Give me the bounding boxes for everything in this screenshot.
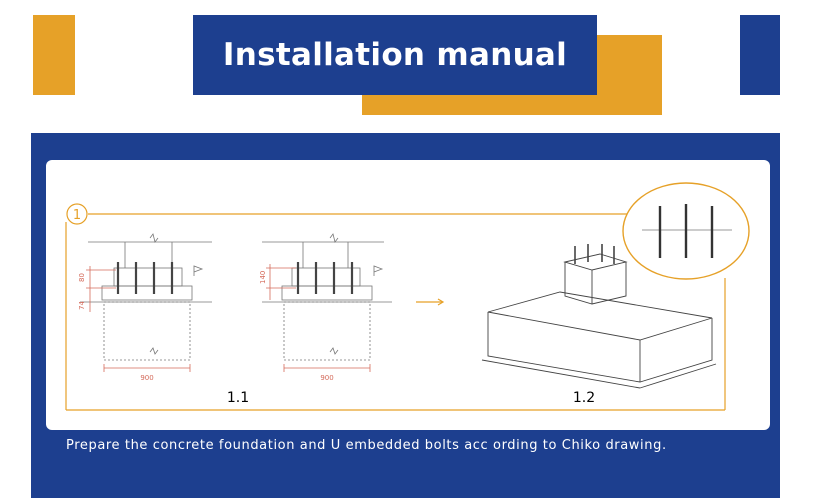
drawing-1-1 <box>80 233 212 372</box>
dim-label-a2: 74 <box>78 301 86 310</box>
drawing-1-1-alt <box>262 233 392 372</box>
page-title: Installation manual <box>222 37 568 73</box>
decor-orange-block-left <box>33 15 75 95</box>
detail-magnifier <box>622 182 750 280</box>
step-number-circle <box>66 203 88 225</box>
title-banner: Installation manual <box>193 15 597 95</box>
dim-label-b1: 140 <box>259 271 267 284</box>
dim-label-b-width: 900 <box>320 374 333 382</box>
dim-label-a1: 80 <box>78 273 86 282</box>
drawing-1-2 <box>481 244 717 389</box>
dim-label-a-width: 900 <box>140 374 153 382</box>
arrow-head-icon <box>437 298 445 306</box>
step-frame <box>65 213 726 411</box>
figure-label-1-1: 1.1 <box>227 390 249 406</box>
step-number: 1 <box>73 208 81 223</box>
instruction-caption: Prepare the concrete foundation and U em… <box>66 438 667 453</box>
decor-navy-block-right <box>740 15 780 95</box>
figure-label-1-2: 1.2 <box>573 390 595 406</box>
